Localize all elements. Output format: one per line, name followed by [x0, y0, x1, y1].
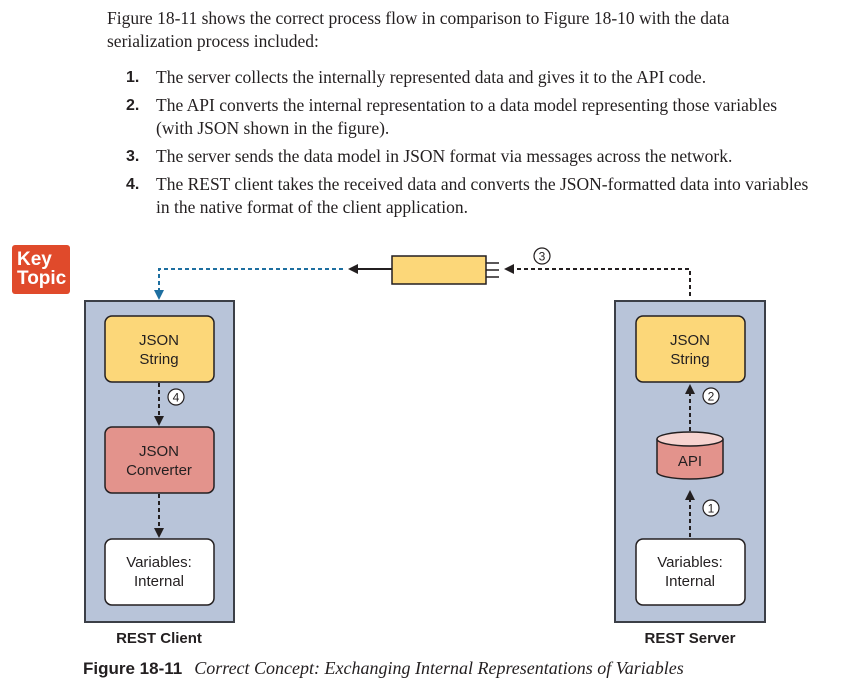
- converter-line1: JSON: [139, 443, 179, 460]
- step-item: 1. The server collects the internally rep…: [126, 66, 816, 89]
- step-3-marker: [533, 247, 551, 265]
- server-json-string-box: [635, 315, 746, 383]
- rest-client-label: REST Client: [116, 630, 202, 647]
- rest-server-label: REST Server: [645, 630, 736, 647]
- client-json-line2: String: [139, 351, 178, 368]
- step-number: 4.: [126, 176, 140, 193]
- step-text: The API converts the internal representa…: [156, 95, 778, 138]
- step-number: 2.: [126, 97, 140, 114]
- network-to-client-arrow: [154, 268, 343, 300]
- step-text: The REST client takes the received data …: [156, 174, 809, 217]
- step-item: 2. The API converts the internal represen…: [126, 94, 816, 140]
- step-1-number: 1: [708, 502, 715, 516]
- api-cylinder-top: [656, 431, 724, 447]
- step-2-number: 2: [708, 390, 715, 404]
- step-text: The server collects the internally repre…: [156, 67, 707, 87]
- network-message-icon: [391, 255, 487, 285]
- client-variables-box: [104, 538, 215, 606]
- figure-title: Correct Concept: Exchanging Internal Rep…: [194, 658, 684, 678]
- step-item: 4. The REST client takes the received dat…: [126, 173, 816, 219]
- client-json-string-box: [104, 315, 215, 383]
- server-to-network-arrow: [504, 264, 691, 296]
- server-vars-line2: Internal: [665, 573, 715, 590]
- client-vars-line1: Variables:: [126, 554, 192, 571]
- api-cylinder: [656, 439, 724, 480]
- server-json-line1: JSON: [670, 332, 710, 349]
- json-converter-box: [104, 426, 215, 494]
- step-text: The server sends the data model in JSON …: [156, 146, 733, 166]
- step-4-number: 4: [173, 391, 180, 405]
- figure-caption: Figure 18-11 Correct Concept: Exchanging …: [83, 656, 684, 681]
- client-vars-line2: Internal: [134, 573, 184, 590]
- api-label: API: [678, 453, 702, 470]
- step-item: 3. The server sends the data model in JSO…: [126, 145, 816, 168]
- server-json-line2: String: [670, 351, 709, 368]
- key-topic-badge: Key Topic: [12, 245, 70, 294]
- server-variables-box: [635, 538, 746, 606]
- server-vars-line1: Variables:: [657, 554, 723, 571]
- client-json-line1: JSON: [139, 332, 179, 349]
- converter-line2: Converter: [126, 462, 192, 479]
- intro-paragraph: Figure 18-11 shows the correct process f…: [107, 8, 730, 51]
- key-topic-line1: Key: [17, 249, 52, 270]
- step-3-number: 3: [539, 250, 546, 264]
- figure-number: Figure 18-11: [83, 659, 183, 678]
- step-number: 3.: [126, 148, 140, 165]
- step-4-marker: [167, 388, 185, 406]
- step-1-marker: [702, 499, 720, 517]
- key-topic-line2: Topic: [17, 268, 67, 289]
- step-number: 1.: [126, 69, 140, 86]
- step-2-marker: [702, 387, 720, 405]
- steps-list: 1. The server collects the internally rep…: [126, 66, 816, 224]
